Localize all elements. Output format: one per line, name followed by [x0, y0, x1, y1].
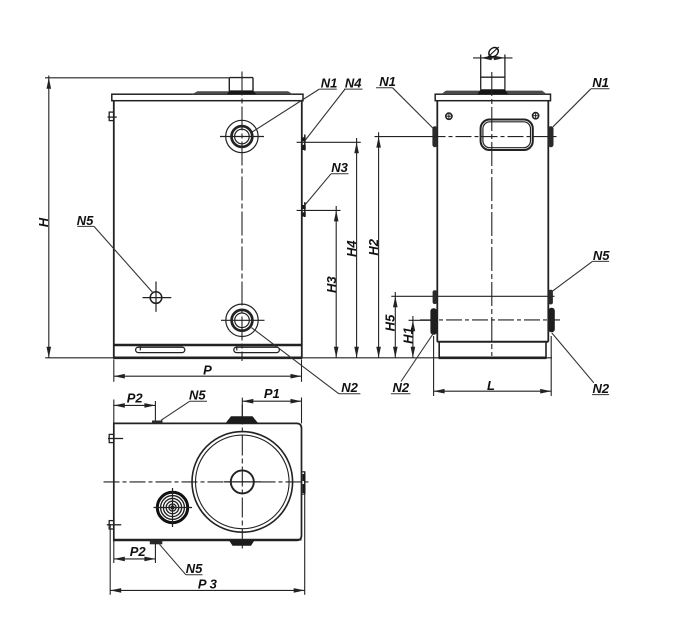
svg-text:∅: ∅: [486, 44, 500, 60]
svg-text:N2: N2: [392, 380, 409, 395]
svg-text:P2: P2: [130, 544, 147, 559]
svg-text:H3: H3: [324, 276, 339, 293]
svg-text:H2: H2: [366, 238, 381, 255]
svg-text:N5: N5: [77, 213, 94, 228]
svg-text:H4: H4: [344, 240, 359, 257]
svg-text:N1: N1: [379, 74, 396, 89]
svg-text:L: L: [487, 378, 495, 393]
svg-text:H1: H1: [400, 327, 415, 344]
svg-text:N2: N2: [341, 380, 358, 395]
svg-text:H: H: [36, 217, 51, 227]
svg-text:N2: N2: [592, 381, 609, 396]
svg-text:P1: P1: [264, 386, 280, 401]
svg-text:N1: N1: [592, 75, 609, 90]
svg-text:N3: N3: [331, 160, 348, 175]
svg-text:N5: N5: [593, 248, 610, 263]
svg-text:P 3: P 3: [198, 577, 218, 592]
svg-text:N5: N5: [186, 561, 203, 576]
svg-text:N4: N4: [345, 76, 362, 91]
svg-text:H5: H5: [383, 314, 398, 331]
svg-text:P2: P2: [127, 391, 144, 406]
svg-text:N5: N5: [189, 388, 206, 403]
svg-text:P: P: [203, 363, 212, 378]
svg-text:N1: N1: [321, 76, 338, 91]
